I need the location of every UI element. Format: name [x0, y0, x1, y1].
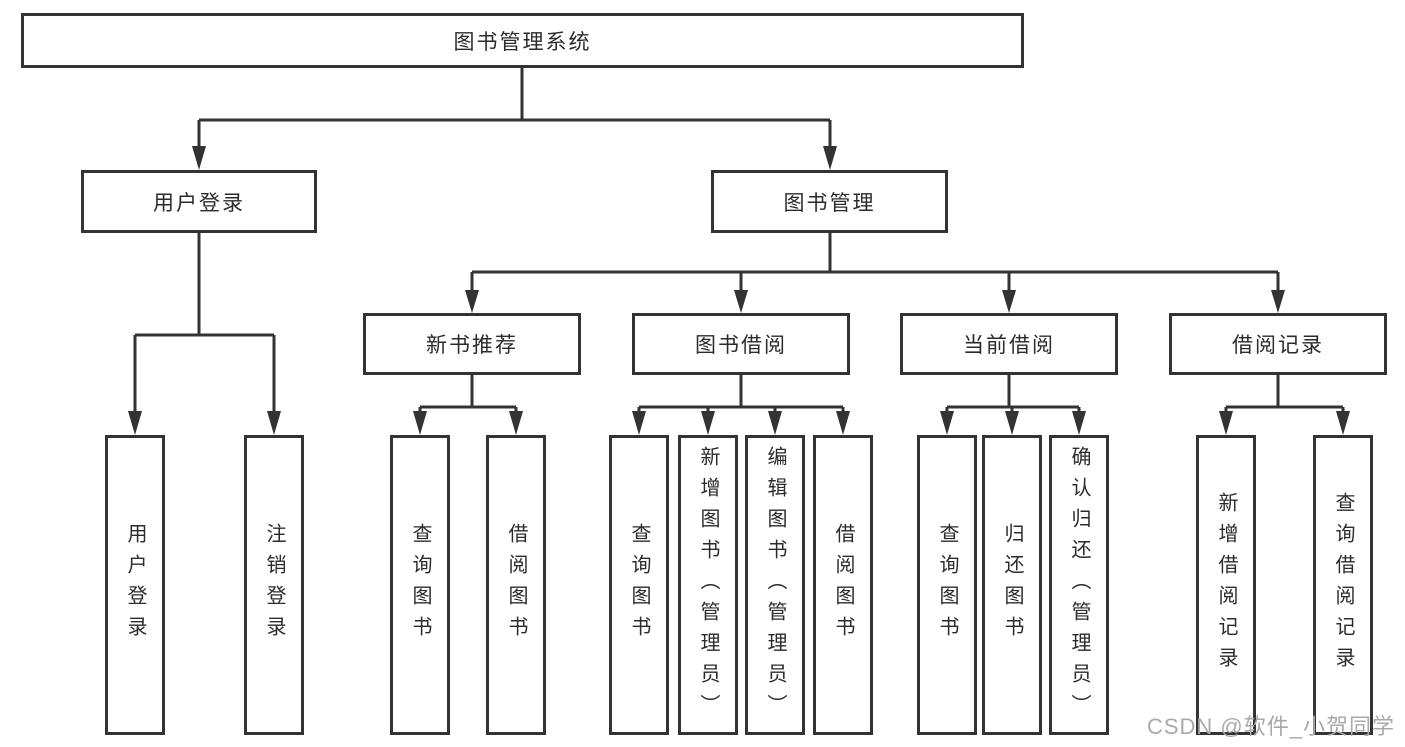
leaf-query-books-current: 查询图书 [917, 435, 977, 735]
leaf-add-borrow-record: 新增借阅记录 [1196, 435, 1256, 735]
node-new-book-recommend: 新书推荐 [363, 313, 581, 375]
leaf-user-login: 用户登录 [105, 435, 165, 735]
leaf-edit-books-admin: 编辑图书（管理员） [745, 435, 805, 735]
arrowheads [128, 146, 1350, 435]
leaf-confirm-return-admin: 确认归还（管理员） [1049, 435, 1109, 735]
node-label: 查询借阅记录 [1332, 492, 1354, 678]
node-label: 查询图书 [628, 523, 650, 647]
node-label: 借阅图书 [832, 523, 854, 647]
node-user-login: 用户登录 [81, 170, 317, 233]
leaf-return-books: 归还图书 [982, 435, 1042, 735]
node-library-system: 图书管理系统 [21, 13, 1024, 68]
node-label: 借阅记录 [1232, 334, 1324, 357]
node-label: 图书管理系统 [453, 30, 592, 54]
node-label: 查询图书 [936, 523, 958, 647]
leaf-add-books-admin: 新增图书（管理员） [678, 435, 738, 735]
node-current-borrow: 当前借阅 [900, 313, 1118, 375]
node-label: 用户登录 [124, 523, 146, 647]
node-label: 查询图书 [409, 523, 431, 647]
node-label: 注销登录 [263, 523, 285, 647]
leaf-query-borrow-record: 查询借阅记录 [1313, 435, 1373, 735]
node-label: 新书推荐 [426, 334, 518, 357]
node-label: 新增图书（管理员） [697, 445, 719, 725]
leaf-borrow-books: 借阅图书 [813, 435, 873, 735]
node-label: 确认归还（管理员） [1068, 445, 1090, 725]
node-label: 编辑图书（管理员） [764, 445, 786, 725]
leaf-borrow-books-recommend: 借阅图书 [486, 435, 546, 735]
node-label: 图书借阅 [695, 334, 787, 357]
leaf-logout: 注销登录 [244, 435, 304, 735]
connector-paths [133, 68, 1345, 415]
leaf-query-books-borrow: 查询图书 [609, 435, 669, 735]
leaf-query-books-recommend: 查询图书 [390, 435, 450, 735]
node-label: 归还图书 [1001, 523, 1023, 647]
node-label: 当前借阅 [963, 334, 1055, 357]
node-book-management: 图书管理 [711, 170, 948, 233]
node-label: 借阅图书 [505, 523, 527, 647]
node-label: 用户登录 [153, 191, 245, 215]
csdn-watermark: CSDN @软件_小贺同学 [1146, 714, 1395, 739]
node-borrow-records: 借阅记录 [1169, 313, 1387, 375]
node-label: 新增借阅记录 [1215, 492, 1237, 678]
node-label: 图书管理 [783, 191, 876, 215]
node-book-borrow: 图书借阅 [632, 313, 850, 375]
